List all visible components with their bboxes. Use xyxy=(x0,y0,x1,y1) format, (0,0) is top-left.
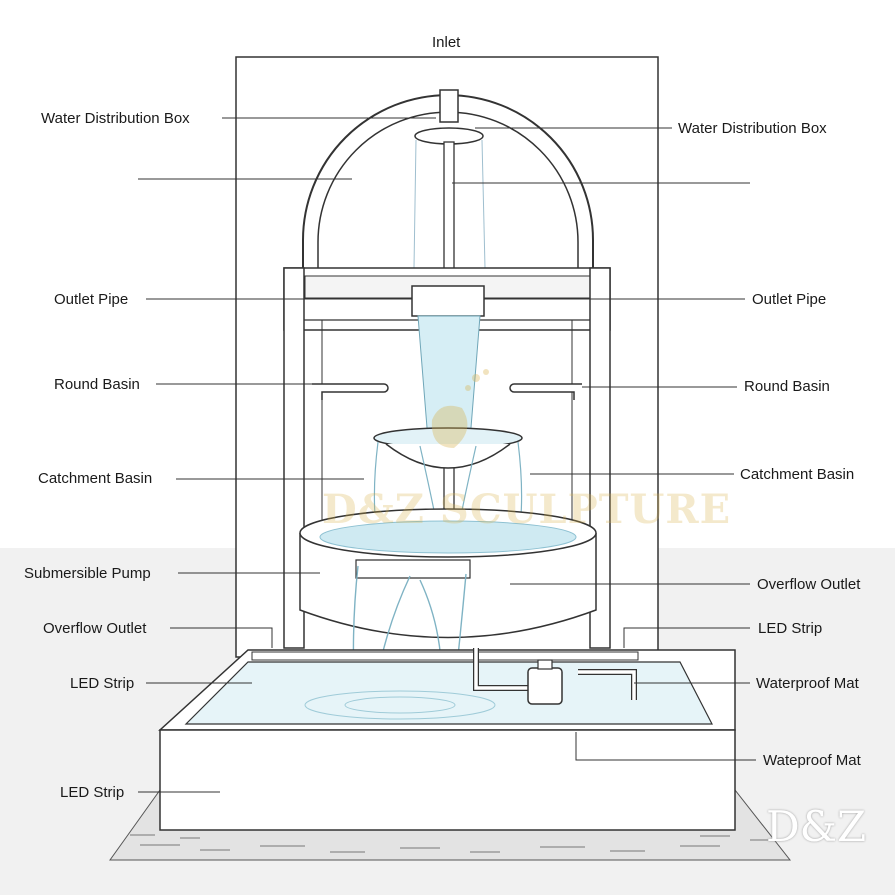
right-bracket xyxy=(509,383,582,400)
gravel-texture xyxy=(130,834,770,853)
label-left-submersible-pump: Submersible Pump xyxy=(24,565,151,582)
label-inlet: Inlet xyxy=(432,34,461,51)
pool-lip xyxy=(251,651,639,661)
watermark-corner: D&Z xyxy=(766,802,867,851)
pool-front xyxy=(159,729,736,831)
label-left-catchment-basin: Catchment Basin xyxy=(38,470,153,487)
label-right-wateproof-mat: Wateproof Mat xyxy=(763,752,861,769)
catchment-body xyxy=(299,533,597,639)
label-left-led-strip-1: LED Strip xyxy=(70,675,135,692)
label-left-round-basin: Round Basin xyxy=(54,376,140,393)
pool-water-ripple xyxy=(304,690,496,720)
label-right-waterproof-mat: Waterproof Mat xyxy=(756,675,859,692)
inlet-cap xyxy=(439,89,459,123)
label-right-water-distribution-box: Water Distribution Box xyxy=(678,120,827,137)
label-right-outlet-pipe: Outlet Pipe xyxy=(752,291,827,308)
submersible-pump xyxy=(527,667,563,705)
left-post xyxy=(283,267,305,649)
label-right-overflow-outlet: Overflow Outlet xyxy=(757,576,861,593)
outlet-spout xyxy=(411,285,485,317)
watermark-logo xyxy=(431,369,489,448)
left-bracket xyxy=(312,383,389,400)
label-left-overflow-outlet: Overflow Outlet xyxy=(43,620,147,637)
overflow-notch xyxy=(355,559,471,579)
label-right-round-basin: Round Basin xyxy=(744,378,830,395)
round-bowl-body xyxy=(385,443,511,469)
label-left-water-distribution-box: Water Distribution Box xyxy=(41,110,190,127)
watermark-center: D&Z SCULPTURE xyxy=(322,486,732,533)
label-left-outlet-pipe: Outlet Pipe xyxy=(54,291,129,308)
catchment-water xyxy=(319,520,577,554)
label-left-led-strip-2: LED Strip xyxy=(60,784,125,801)
label-right-catchment-basin: Catchment Basin xyxy=(740,466,855,483)
leader-lines xyxy=(138,117,756,793)
label-right-led-strip: LED Strip xyxy=(758,620,823,637)
ring-water xyxy=(413,139,486,269)
